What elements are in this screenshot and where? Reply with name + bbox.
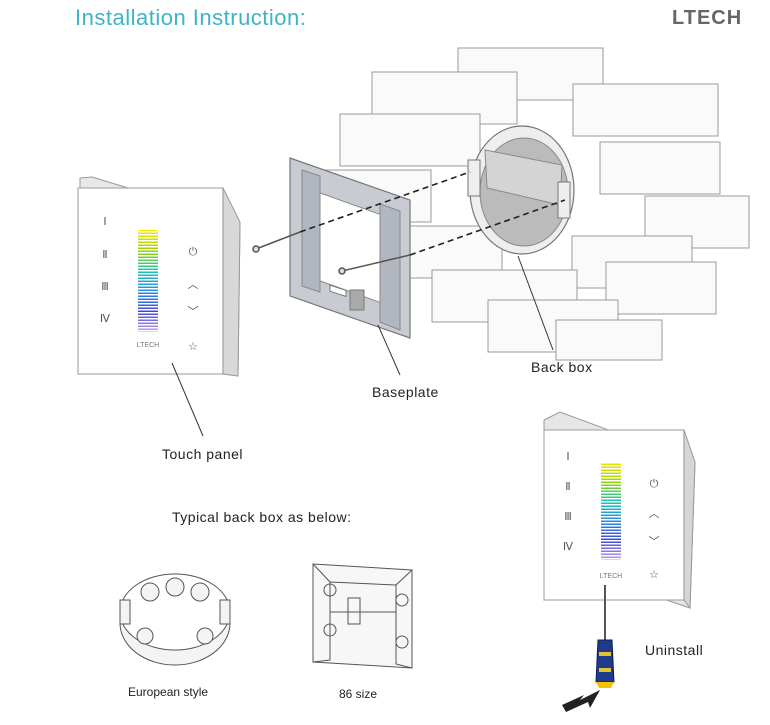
size-86-label: 86 size xyxy=(339,687,378,701)
svg-text:LTECH: LTECH xyxy=(600,573,622,580)
svg-text:﹀: ﹀ xyxy=(649,535,660,548)
alignment-dashes xyxy=(299,171,566,256)
svg-text:I: I xyxy=(103,215,106,228)
baseplate-label: Baseplate xyxy=(372,384,439,400)
arrow-icon xyxy=(562,690,600,712)
screws xyxy=(252,231,411,275)
svg-text:⏻: ⏻ xyxy=(650,477,659,490)
brand-logo: LTECH xyxy=(672,7,743,29)
typical-back-box-heading: Typical back box as below: xyxy=(172,509,352,525)
uninstall-panel-illustration: I Ⅱ Ⅲ Ⅳ ⏻ ︿ ﹀ ☆ LTECH xyxy=(543,411,696,610)
svg-text:Ⅳ: Ⅳ xyxy=(100,312,111,325)
screwdriver-icon xyxy=(595,585,615,688)
svg-text:☆: ☆ xyxy=(188,340,198,353)
european-style-label: European style xyxy=(128,685,209,699)
svg-text:Ⅱ: Ⅱ xyxy=(565,480,570,493)
svg-text:Ⅲ: Ⅲ xyxy=(101,280,109,293)
svg-text:︿: ︿ xyxy=(188,278,199,291)
svg-text:LTECH: LTECH xyxy=(137,342,159,349)
svg-text:Ⅱ: Ⅱ xyxy=(102,248,107,261)
back-box-illustration xyxy=(467,125,575,255)
leader-lines xyxy=(171,255,554,437)
svg-text:︿: ︿ xyxy=(649,507,660,520)
european-back-box-illustration xyxy=(119,573,231,666)
back-box-label: Back box xyxy=(531,359,593,375)
svg-text:⏻: ⏻ xyxy=(189,245,198,258)
brick-wall xyxy=(325,47,750,361)
page-title: Installation Instruction: xyxy=(75,5,307,30)
uninstall-label: Uninstall xyxy=(645,642,704,658)
touch-panel-label: Touch panel xyxy=(162,446,244,462)
svg-text:I: I xyxy=(566,450,569,463)
touch-panel-illustration: I Ⅱ Ⅲ Ⅳ ⏻ ︿ ﹀ ☆ LTECH xyxy=(77,176,241,377)
svg-text:﹀: ﹀ xyxy=(188,305,199,318)
svg-text:☆: ☆ xyxy=(649,568,659,581)
svg-text:Ⅲ: Ⅲ xyxy=(564,510,572,523)
size-86-back-box-illustration xyxy=(312,563,413,669)
svg-text:Ⅳ: Ⅳ xyxy=(563,540,574,553)
